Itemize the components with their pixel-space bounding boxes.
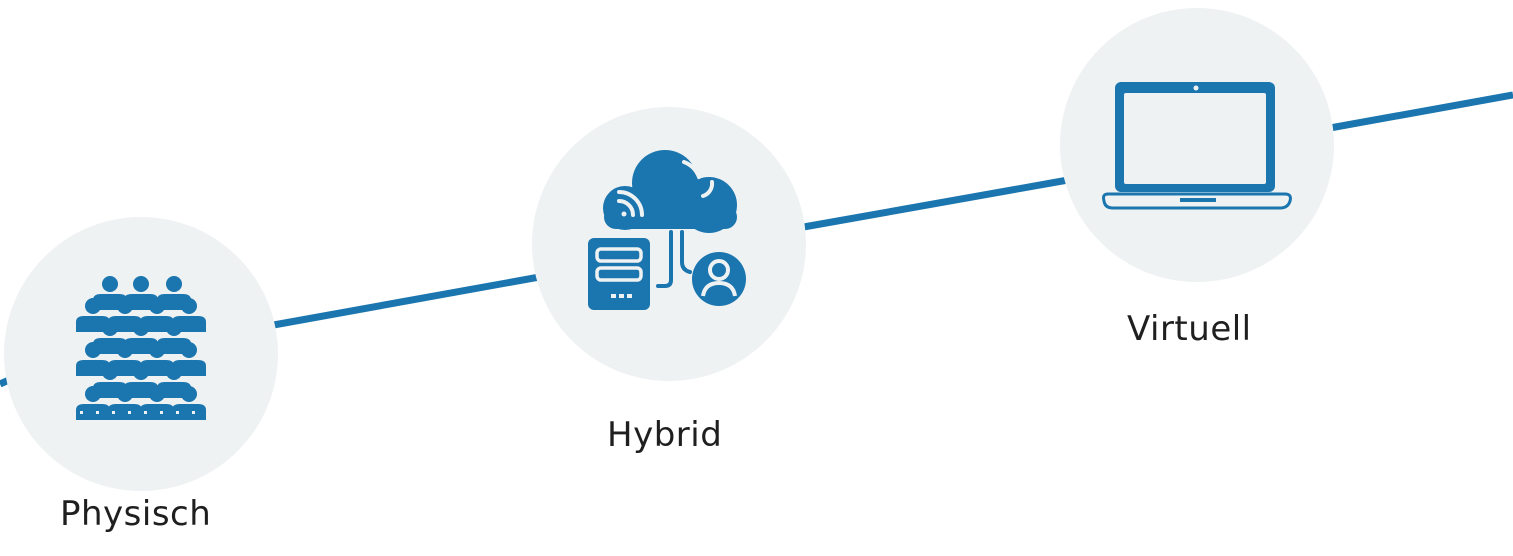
signal-dot	[621, 211, 627, 217]
person-head	[102, 320, 118, 336]
person-head	[102, 364, 118, 380]
person-body	[76, 316, 110, 332]
person-head	[181, 298, 197, 314]
person-head	[149, 342, 165, 358]
person-head	[117, 342, 133, 358]
user-icon	[692, 252, 746, 306]
stage-virtuell	[1060, 8, 1334, 282]
person-head	[166, 320, 182, 336]
person-head	[117, 298, 133, 314]
seat-marker	[96, 411, 99, 414]
person-head	[166, 364, 182, 380]
person-head	[149, 386, 165, 402]
person-head	[181, 386, 197, 402]
person-head	[181, 342, 197, 358]
person-head	[133, 276, 149, 292]
person-head	[166, 276, 182, 292]
person-head	[85, 298, 101, 314]
person-body	[140, 404, 174, 420]
laptop-icon	[1102, 82, 1292, 210]
connector-line	[0, 91, 1513, 388]
connector-wires	[656, 230, 692, 288]
stage-label-hybrid: Hybrid	[607, 415, 723, 455]
person-body	[108, 404, 142, 420]
seat-marker	[112, 411, 115, 414]
stage-label-physisch: Physisch	[60, 494, 212, 534]
seat-marker	[160, 411, 163, 414]
stage-label-virtuell: Virtuell	[1127, 309, 1252, 349]
person-head	[85, 342, 101, 358]
person-head	[133, 364, 149, 380]
seat-marker	[80, 411, 83, 414]
stage-hybrid	[532, 107, 806, 381]
seat-marker	[176, 411, 179, 414]
hybrid-cloud-server-user-icon	[588, 150, 746, 310]
person-head	[117, 386, 133, 402]
person-body	[172, 404, 206, 420]
person-head	[85, 386, 101, 402]
audience-icon	[76, 276, 206, 420]
signal-icon	[617, 160, 715, 217]
seat-marker	[128, 411, 131, 414]
seat-marker	[144, 411, 147, 414]
person-head	[149, 298, 165, 314]
stage-physisch	[4, 217, 278, 491]
server-icon	[588, 238, 650, 310]
person-body	[76, 360, 110, 376]
person-body	[76, 404, 110, 420]
seat-marker	[192, 411, 195, 414]
person-head	[133, 320, 149, 336]
person-head	[102, 276, 118, 292]
